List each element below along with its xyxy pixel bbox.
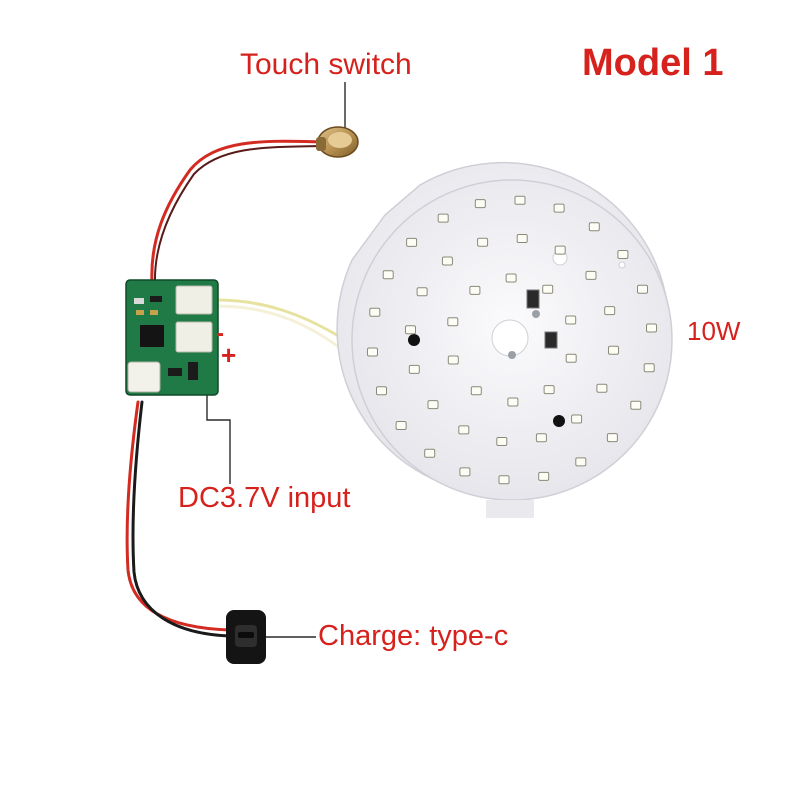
- wires: [125, 139, 537, 638]
- driver-pcb: [125, 279, 219, 396]
- led-chip: [405, 325, 416, 335]
- led-chip: [505, 273, 517, 283]
- led-chip: [458, 425, 470, 435]
- led-chip: [553, 203, 565, 213]
- led-chip: [588, 222, 600, 232]
- led-chip: [447, 317, 459, 327]
- led-chip: [608, 345, 619, 355]
- type-c-port: [226, 610, 266, 664]
- led-chip: [367, 347, 378, 357]
- led-chip: [477, 237, 489, 247]
- led-array: [367, 195, 657, 485]
- led-chip: [542, 284, 554, 294]
- led-board: [336, 161, 673, 518]
- dc-input-label: DC3.7V input: [178, 482, 351, 514]
- led-chip: [565, 353, 577, 363]
- led-chip: [565, 315, 577, 325]
- led-chip: [538, 471, 550, 481]
- led-chip: [630, 400, 642, 410]
- led-chip: [643, 363, 655, 373]
- led-chip: [596, 383, 608, 393]
- led-chip: [637, 284, 648, 294]
- led-chip: [437, 213, 449, 223]
- led-chip: [470, 386, 482, 396]
- led-chip: [406, 237, 418, 247]
- touch-switch-label: Touch switch: [240, 48, 412, 81]
- power-rating-label: 10W: [687, 316, 741, 346]
- touch-switch-button: [316, 126, 359, 158]
- polarity-minus-label: -: [216, 320, 224, 347]
- led-chip: [507, 397, 519, 407]
- led-chip: [604, 306, 616, 316]
- charge-port-label: Charge: type-c: [318, 620, 509, 652]
- led-chip: [424, 448, 436, 458]
- led-chip: [535, 433, 547, 443]
- model-title: Model 1: [582, 42, 724, 84]
- led-chip: [382, 270, 394, 280]
- led-chip: [554, 245, 566, 255]
- led-chip: [427, 400, 439, 410]
- led-chip: [543, 385, 555, 395]
- led-chip: [498, 475, 510, 485]
- led-chip: [585, 270, 597, 280]
- polarity-plus-label: +: [221, 340, 237, 370]
- led-chip: [395, 421, 407, 430]
- led-chip: [617, 250, 629, 259]
- led-chip: [571, 414, 583, 424]
- led-chip: [408, 364, 420, 374]
- led-chip: [496, 437, 508, 446]
- led-chip: [447, 355, 459, 365]
- led-chip: [459, 467, 471, 477]
- led-chip: [646, 323, 657, 333]
- led-chip: [575, 457, 587, 467]
- led-chip: [376, 386, 387, 396]
- led-chip: [516, 234, 528, 243]
- led-chip: [606, 433, 618, 443]
- led-chip: [369, 307, 381, 317]
- led-chip: [416, 287, 428, 297]
- led-chip: [469, 285, 481, 295]
- led-chip: [514, 195, 526, 205]
- led-chip: [474, 199, 486, 209]
- led-chip: [441, 256, 453, 266]
